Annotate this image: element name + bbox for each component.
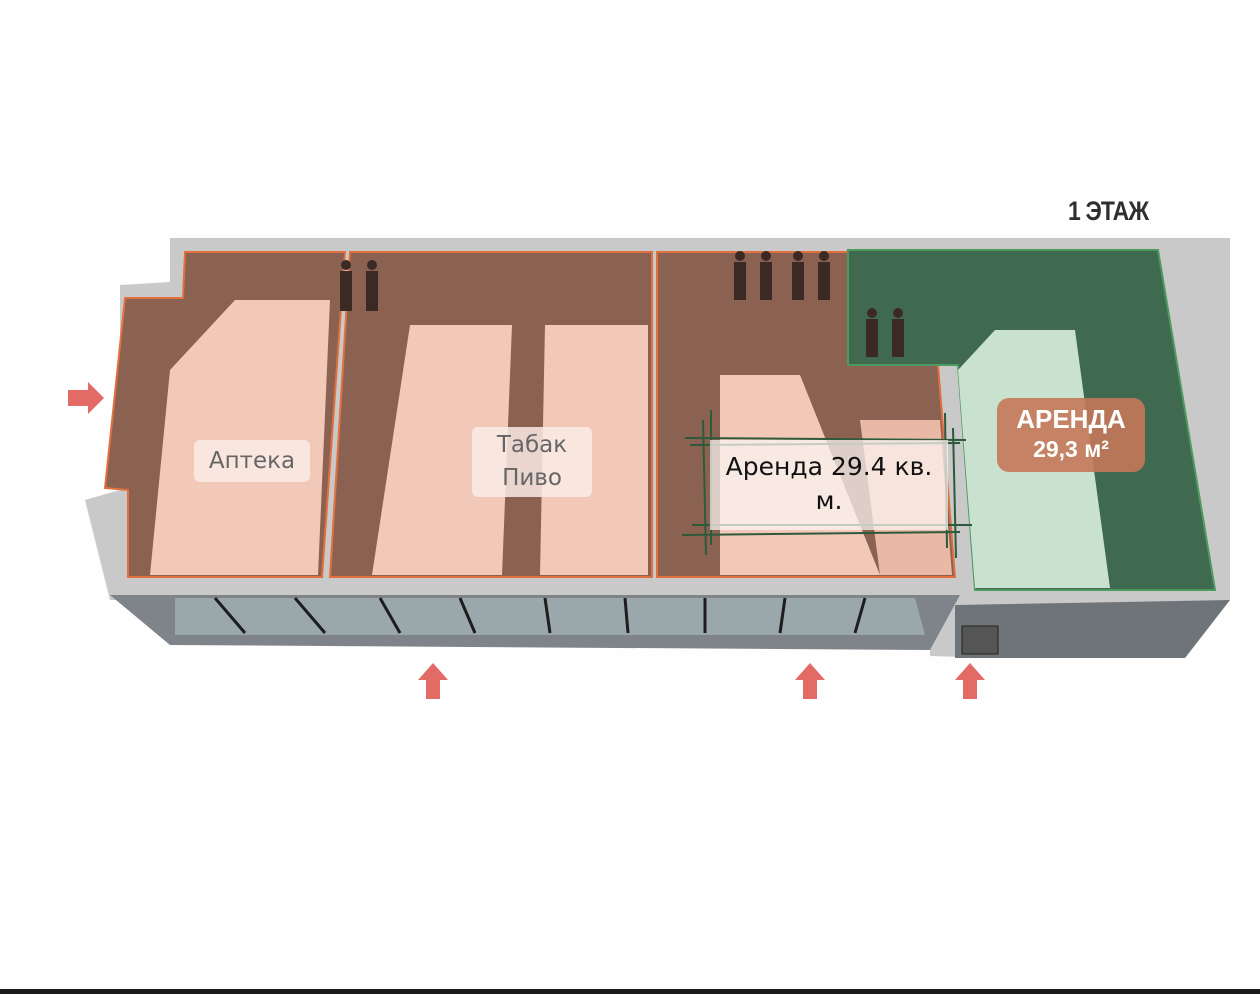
window-mullions	[213, 597, 867, 634]
floor-title: 1 ЭТАЖ	[1068, 196, 1149, 226]
glazing	[175, 598, 925, 635]
bottom-bar	[0, 989, 1260, 994]
right-facade	[955, 600, 1230, 658]
room-label-tobacco: Табак Пиво	[472, 427, 592, 497]
room-label-pharmacy: Аптека	[194, 440, 310, 482]
tobacco-label-line2: Пиво	[502, 465, 562, 491]
rent-note-line2: м.	[815, 486, 843, 515]
pharmacy-floor	[150, 300, 330, 575]
rent-note-line1: Аренда 29.4 кв.	[725, 452, 933, 481]
rent-badge-title: АРЕНДА	[1016, 404, 1126, 434]
side-door	[961, 625, 999, 655]
rent-badge-area: 29,3 м²	[1033, 436, 1109, 462]
rent-badge: АРЕНДА 29,3 м²	[997, 398, 1145, 472]
entrance-arrow-icon	[68, 382, 104, 414]
toilet-icons	[340, 251, 904, 357]
tobacco-label-line1: Табак	[496, 432, 568, 458]
tobacco-floor-a	[372, 325, 512, 575]
entrance-arrows	[68, 382, 985, 699]
entrance-arrow-icon	[418, 663, 448, 699]
tobacco-floor-b	[540, 325, 648, 575]
rent-note-label: Аренда 29.4 кв. м.	[710, 440, 948, 530]
entrance-arrow-icon	[955, 663, 985, 699]
entrance-arrow-icon	[795, 663, 825, 699]
